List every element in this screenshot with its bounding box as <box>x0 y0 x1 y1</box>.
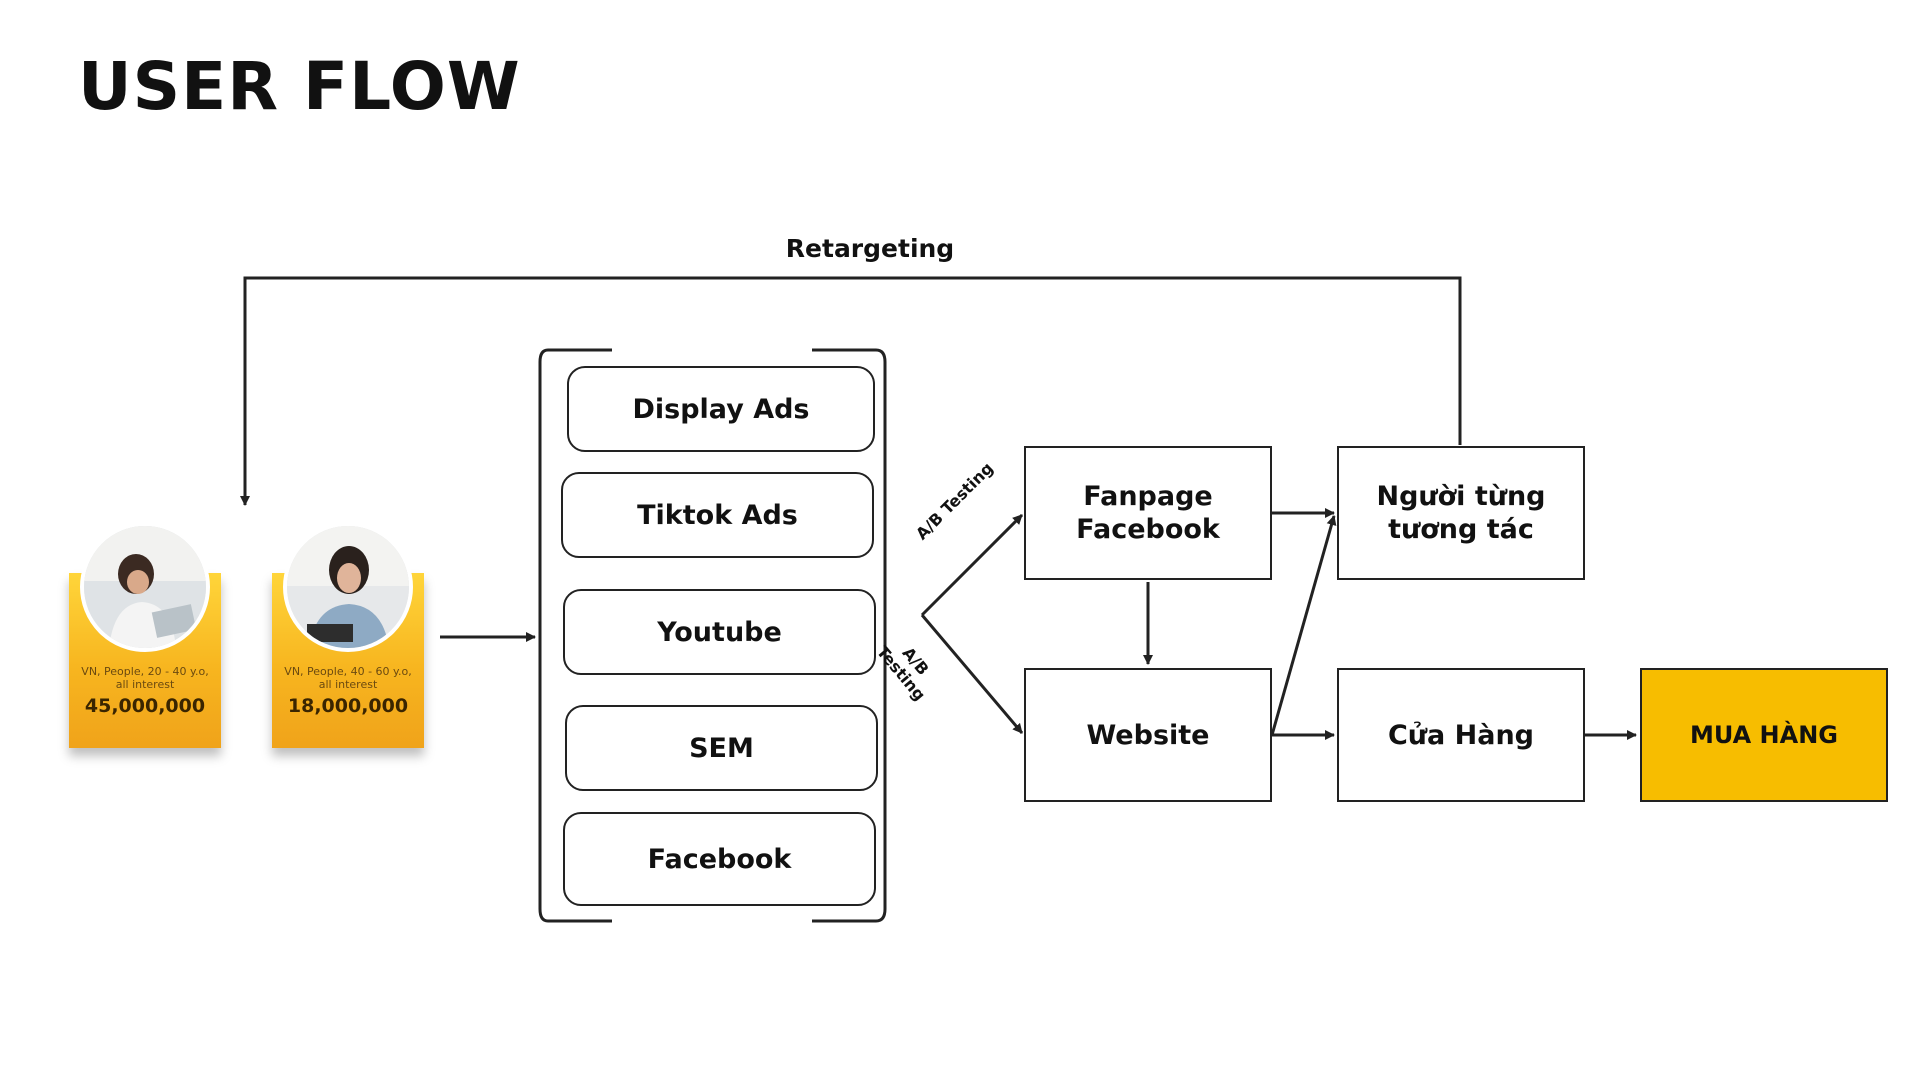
audience-count: 45,000,000 <box>84 695 206 717</box>
channel-tiktok-ads: Tiktok Ads <box>561 472 874 558</box>
channels-bracket-left <box>538 348 612 923</box>
node-purchase: MUA HÀNG <box>1640 668 1888 802</box>
audience-meta: VN, People, 20 - 40 y.o, all interest <box>81 665 209 691</box>
retargeting-label: Retargeting <box>785 234 955 263</box>
channel-facebook: Facebook <box>563 812 876 906</box>
channels-bracket-right <box>812 348 887 923</box>
channel-display-ads: Display Ads <box>567 366 875 452</box>
node-fanpage-facebook: Fanpage Facebook <box>1024 446 1272 580</box>
arrow-website-to-interacted <box>1270 515 1337 736</box>
arrow-ab-to-fanpage <box>920 513 1024 617</box>
node-interacted-users: Người từng tương tác <box>1337 446 1585 580</box>
node-store: Cửa Hàng <box>1337 668 1585 802</box>
audience-photo <box>80 522 210 652</box>
audience-photo <box>283 522 413 652</box>
retargeting-line <box>240 276 1462 506</box>
audience-meta: VN, People, 40 - 60 y.o, all interest <box>284 665 412 691</box>
audience-count: 18,000,000 <box>287 695 409 717</box>
page-title: USER FLOW <box>78 48 521 125</box>
node-website: Website <box>1024 668 1272 802</box>
arrow-ab-to-website <box>920 614 1024 734</box>
channel-sem: SEM <box>565 705 878 791</box>
channel-youtube: Youtube <box>563 589 876 675</box>
